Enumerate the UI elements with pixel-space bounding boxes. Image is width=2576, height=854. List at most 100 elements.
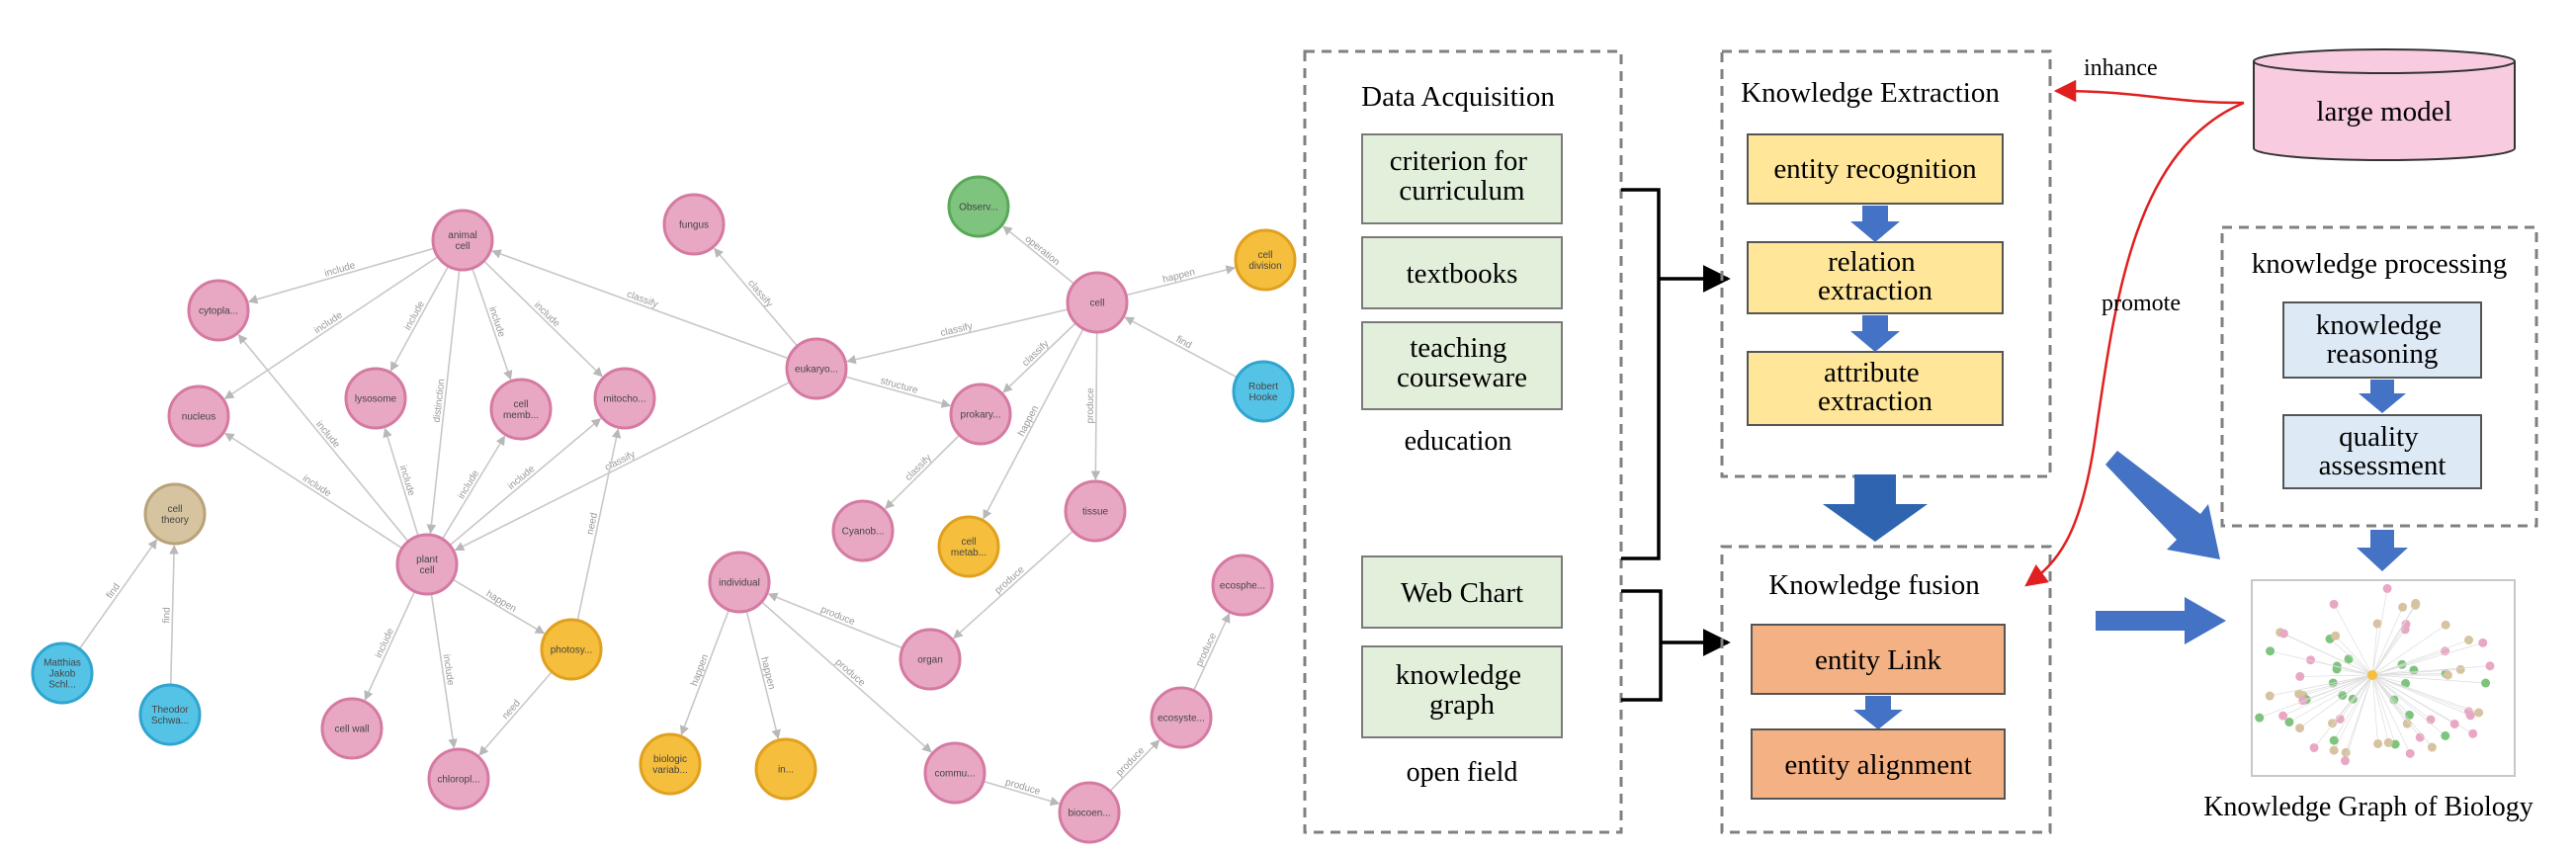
graph-edge-plantcell-cellmem — [441, 435, 506, 540]
processing-to-output-arrow — [2357, 530, 2408, 571]
thumbnail-node — [2404, 710, 2414, 720]
promote-label: promote — [2102, 291, 2181, 316]
extraction-to-output-arrow — [2105, 451, 2220, 559]
graph-node-ecosyste: ecosyste... — [1150, 686, 1213, 749]
curriculum-box — [1361, 133, 1563, 224]
thumbnail-edge — [2371, 674, 2433, 748]
thumbnail-node — [2309, 742, 2319, 752]
graph-node-label: cell — [1089, 299, 1104, 309]
graph-node-label: eukaryo... — [795, 365, 838, 376]
graph-node-cell: cell — [1066, 271, 1129, 334]
graph-edge-label: need — [585, 512, 600, 536]
thumbnail-node — [2401, 678, 2411, 688]
thumbnail-edge — [2371, 603, 2417, 676]
thumbnail-node — [2278, 711, 2288, 721]
graph-edge-label: distinction — [432, 379, 448, 423]
knowledge-graph-source-label: knowledge graph — [1396, 659, 1529, 721]
entity-recognition-label: entity recognition — [1773, 153, 1977, 185]
thumbnail-node — [2455, 664, 2465, 674]
thumbnail-node — [2449, 719, 2459, 728]
entity-recognition-box — [1747, 133, 2004, 205]
thumbnail-edge — [2371, 588, 2388, 676]
thumbnail-edge — [2333, 674, 2373, 751]
thumbnail-node — [2382, 583, 2392, 593]
graph-edge-eukaryo-plantcell — [454, 381, 791, 552]
thumbnail-node — [2255, 713, 2265, 723]
graph-edge-label: classify — [603, 449, 637, 473]
graph-node-prokary: prokary... — [949, 383, 1012, 446]
graph-node-fungus: fungus — [662, 193, 726, 256]
graph-edge-label: include — [441, 653, 457, 686]
inhance-arrow — [2053, 79, 2245, 105]
thumbnail-edge — [2371, 674, 2479, 714]
thumbnail-edge — [2371, 629, 2406, 676]
graph-edge-plantcell-cellwall — [364, 590, 416, 701]
graph-edge-animal-cytopla — [247, 247, 435, 304]
textbooks-label: textbooks — [1407, 258, 1518, 290]
graph-node-label: tissue — [1082, 507, 1109, 518]
graph-node-label: Observ... — [959, 203, 998, 214]
thumbnail-node — [2390, 739, 2400, 749]
graph-node-observ: Observ... — [947, 175, 1010, 238]
graph-edge-label: include — [486, 305, 507, 339]
thumbnail-edge — [2371, 674, 2432, 721]
graph-edge-label: produce — [1114, 745, 1147, 779]
graph-edge-label: produce — [992, 564, 1027, 597]
thumbnail-node — [2373, 738, 2383, 748]
thumbnail-node — [2372, 619, 2382, 629]
graph-edge-commu-biocoen — [983, 780, 1061, 807]
graph-node-in: in... — [754, 737, 817, 801]
thumbnail-edge — [2371, 674, 2406, 684]
quality-label: quality assessment — [2319, 421, 2447, 481]
thumbnail-edge — [2371, 624, 2447, 676]
relation-extraction-box — [1747, 241, 2004, 314]
graph-edge-eukaryo-animal — [491, 249, 790, 360]
graph-edge-plantcell-lysosome — [383, 427, 419, 537]
thumbnail-edge — [2259, 674, 2373, 719]
graph-edge-label: include — [313, 419, 342, 451]
thumbnail-node — [2464, 636, 2474, 645]
thumbnail-edge — [2270, 650, 2373, 676]
thumbnail-edge — [2371, 674, 2447, 736]
thumbnail-edge — [2329, 639, 2373, 676]
extraction-to-fusion-arrow — [1823, 474, 1928, 542]
graph-node-biocoen: biocoen... — [1058, 781, 1121, 844]
education-bracket — [1621, 188, 1661, 560]
graph-edge-cell-observ — [1002, 225, 1075, 285]
graph-edge-label: classify — [745, 278, 775, 309]
open-bracket — [1621, 589, 1663, 702]
graph-edge-plantcell-photosy — [452, 578, 546, 635]
thumbnail-node — [2341, 747, 2351, 757]
thumbnail-edge — [2288, 674, 2373, 723]
thumbnail-node — [2278, 629, 2288, 639]
graph-edge-cell-celldiv — [1125, 265, 1236, 297]
textbooks-box — [1361, 236, 1563, 309]
thumbnail-node — [2398, 602, 2408, 612]
thumbnail-edge — [2371, 674, 2469, 713]
graph-edge-photosy-mitocho — [576, 428, 622, 621]
data-acquisition-panel — [1303, 49, 1623, 834]
graph-edge-label: produce — [833, 657, 868, 689]
graph-edge-label: include — [323, 260, 357, 279]
large-model-label: large model — [2316, 96, 2451, 128]
thumbnail-node — [2402, 719, 2412, 728]
graph-edge-label: produce — [1004, 777, 1042, 798]
graph-edge-tissue-organ — [953, 530, 1074, 640]
graph-node-nucleus: nucleus — [167, 384, 230, 448]
graph-node-eukaryo: eukaryo... — [785, 337, 848, 400]
entity-link-label: entity Link — [1815, 644, 1942, 676]
thumbnail-node — [2284, 718, 2294, 727]
graph-edge-organ-individual — [767, 592, 903, 649]
thumbnail-node — [2265, 691, 2275, 701]
thumbnail-node — [2298, 696, 2308, 706]
output-graph-thumbnail-nodes — [2255, 583, 2495, 766]
thumbnail-node — [2295, 671, 2305, 681]
thumbnail-node — [2383, 737, 2393, 747]
